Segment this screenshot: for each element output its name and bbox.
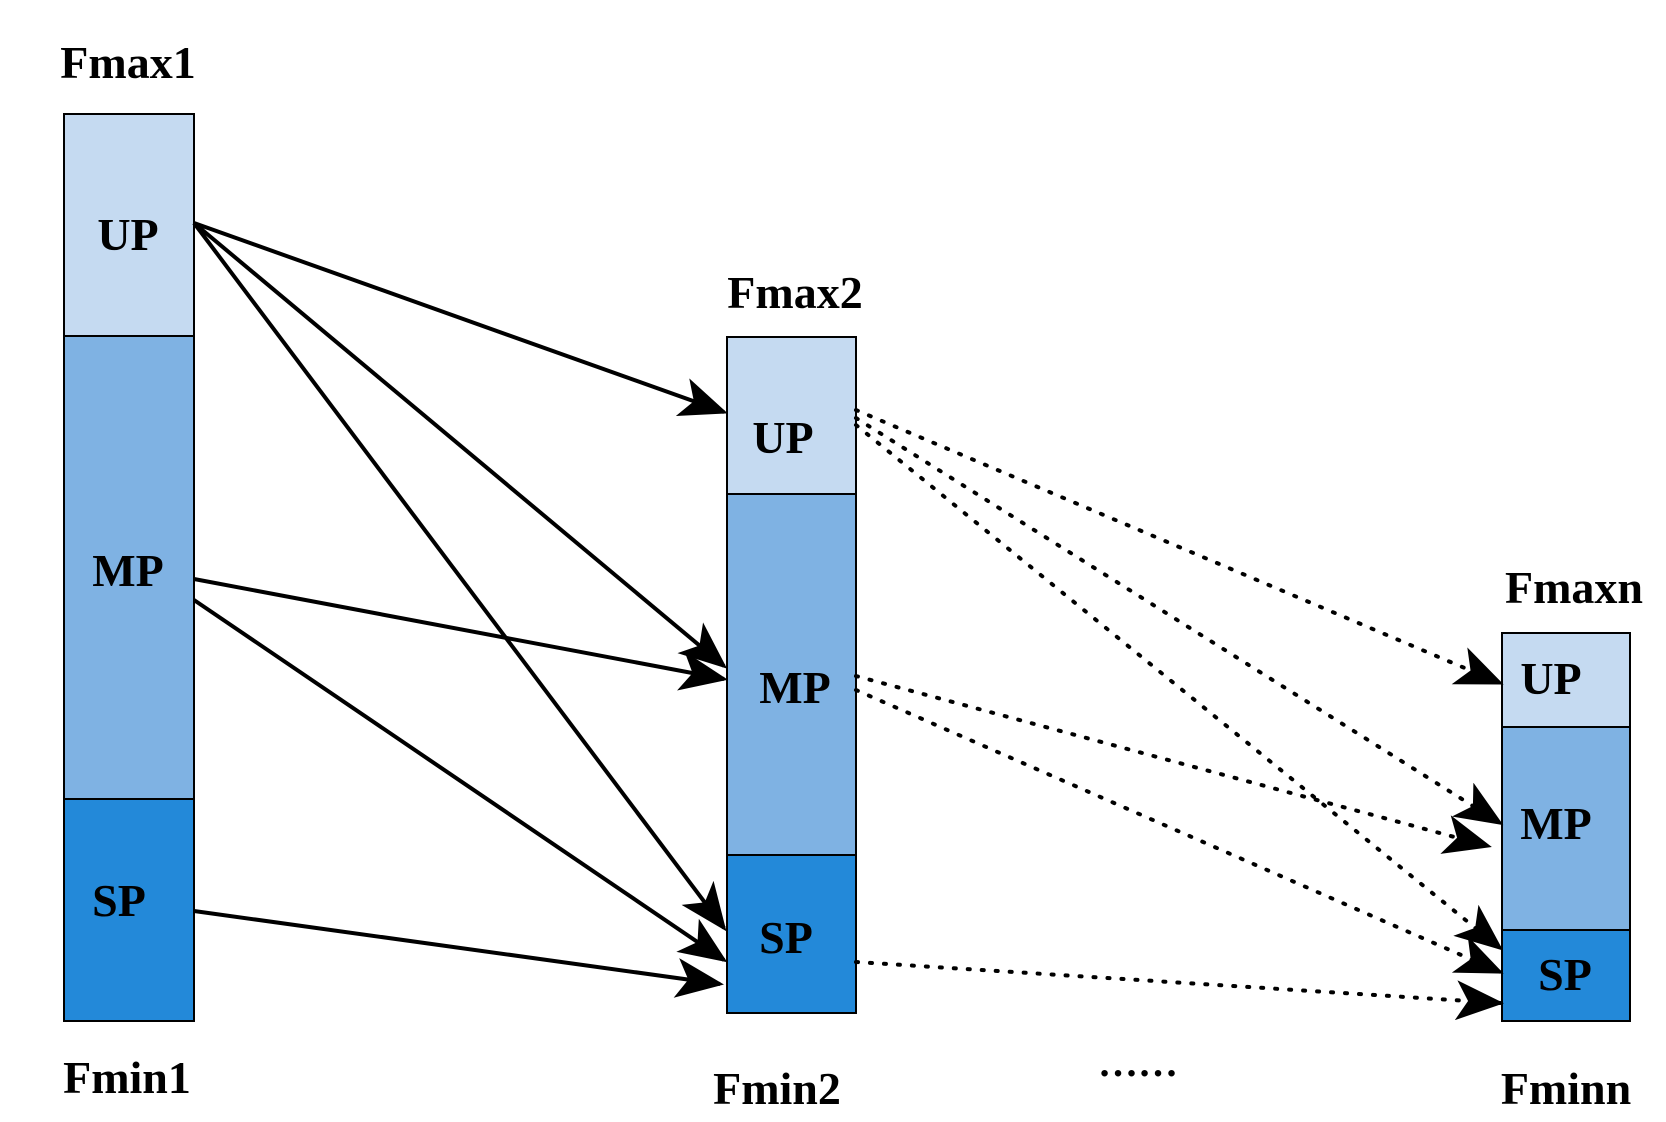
column-1-min-label: Fmin1: [63, 1052, 191, 1103]
column-1-sp-label: SP: [92, 875, 146, 926]
column-1-up-segment: [63, 113, 195, 337]
column-n: Fmaxn UP MP SP Fminn: [1501, 562, 1643, 1114]
arrow-col1-mp-to-col2-mp: [193, 577, 728, 691]
column-1-up-label: UP: [97, 209, 158, 260]
column-n-max-label: Fmaxn: [1505, 562, 1643, 613]
column-n-mp-label: MP: [1520, 798, 1592, 849]
arrow-col2-sp-to-coln-sp: [854, 960, 1504, 1021]
column-2-up-label: UP: [752, 412, 813, 463]
arrow-col1-sp-to-col2-sp: [193, 909, 724, 998]
arrow-col1-up-to-col2-sp: [192, 221, 727, 932]
column-n-sp-segment: [1501, 929, 1631, 1022]
arrow-col1-up-to-col2-mp: [192, 221, 728, 669]
column-n-sp-label: SP: [1538, 949, 1592, 1000]
arrow-col2-up-to-coln-mp: [854, 416, 1504, 826]
ellipsis-label: ……: [1098, 1040, 1178, 1085]
column-n-min-label: Fminn: [1501, 1063, 1631, 1114]
arrow-col2-mp-to-coln-sp: [854, 688, 1504, 974]
dotted-arrows: [854, 408, 1504, 1021]
column-1-max-label: Fmax1: [60, 37, 195, 88]
arrow-col1-mp-to-col2-sp: [192, 598, 728, 963]
column-1-mp-segment: [63, 335, 195, 800]
column-2-mp-segment: [726, 493, 857, 856]
arrow-col2-up-to-coln-up: [854, 408, 1504, 685]
column-n-up-label: UP: [1520, 653, 1581, 704]
column-1-mp-label: MP: [92, 545, 164, 596]
column-2-mp-label: MP: [759, 662, 831, 713]
column-2-min-label: Fmin2: [713, 1063, 841, 1114]
column-1-sp-segment: [63, 798, 195, 1022]
column-2-max-label: Fmax2: [727, 267, 862, 318]
arrow-col2-mp-to-coln-mp: [854, 674, 1492, 854]
column-2-sp-label: SP: [759, 912, 813, 963]
column-2-up-segment: [726, 336, 857, 495]
column-2-sp-segment: [726, 854, 857, 1014]
arrow-col1-up-to-col2-up: [193, 221, 728, 417]
column-2: Fmax2 UP MP SP Fmin2: [713, 267, 863, 1114]
solid-arrows: [192, 221, 728, 998]
arrow-col2-up-to-coln-sp: [854, 423, 1504, 951]
column-1: Fmax1 UP MP SP Fmin1: [60, 37, 195, 1103]
column-n-mp-segment: [1501, 726, 1631, 931]
